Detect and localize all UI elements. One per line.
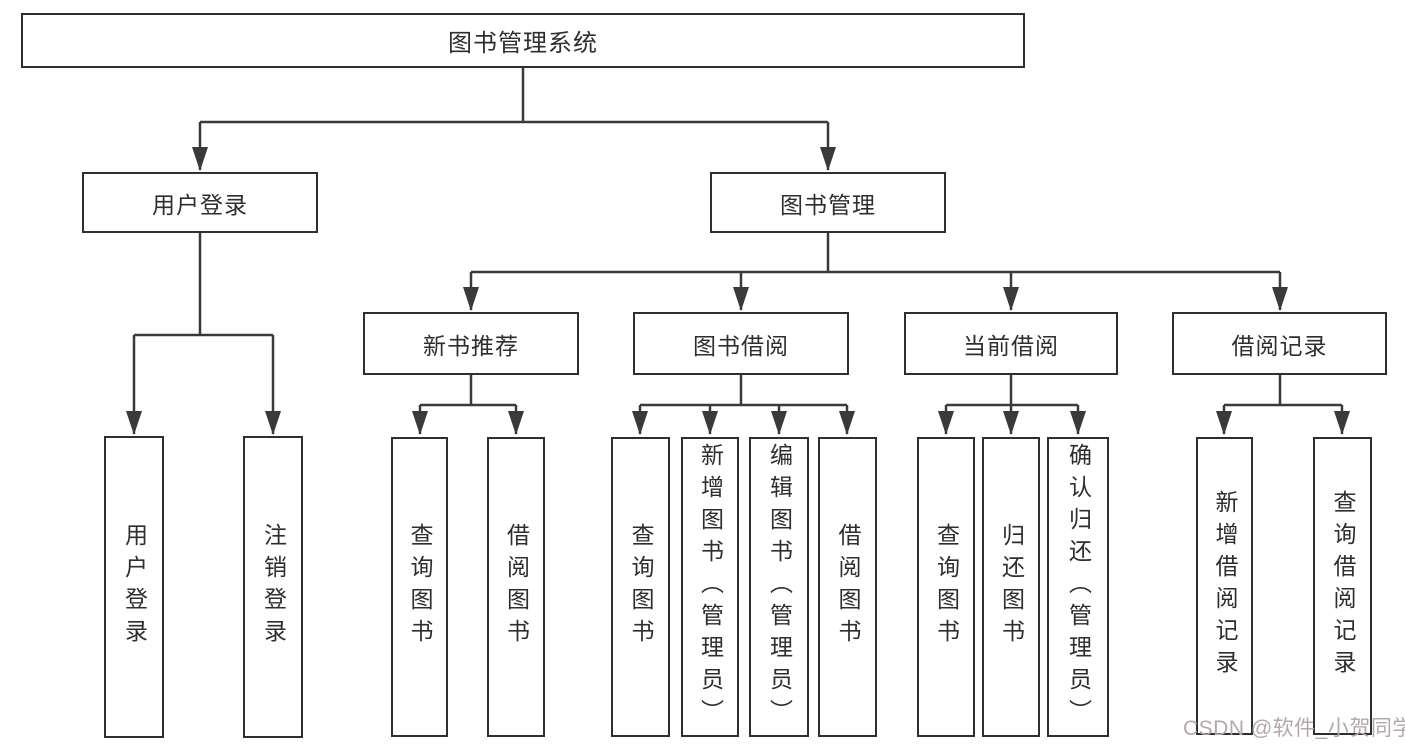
node-label: 查询图书 (628, 523, 654, 651)
node-label: 归还图书 (998, 523, 1025, 651)
node-new-book-recommendation: 新书推荐 (363, 312, 579, 375)
leaf-logout: 注销登录 (243, 436, 303, 738)
node-borrowing-records: 借阅记录 (1172, 312, 1387, 375)
node-label: 借阅图书 (835, 523, 861, 651)
node-label: 用户登录 (121, 523, 148, 651)
node-label: 编辑图书（管理员） (766, 443, 793, 731)
leaf-query-borrow-record: 查询借阅记录 (1313, 437, 1372, 735)
node-label: 查询借阅记录 (1330, 490, 1356, 682)
leaf-confirm-return-admin: 确认归还（管理员） (1047, 437, 1109, 737)
csdn-watermark: CSDN @软件_小贺同学 (1183, 717, 1405, 740)
node-label: 借阅记录 (1231, 332, 1328, 359)
node-library-management-system: 图书管理系统 (21, 13, 1025, 68)
node-label: 用户登录 (152, 191, 248, 218)
node-label: 注销登录 (260, 523, 287, 651)
node-label: 新书推荐 (423, 332, 519, 359)
node-current-borrowing: 当前借阅 (904, 312, 1118, 375)
node-book-management-branch: 图书管理 (710, 172, 946, 233)
leaf-borrow-books-borrowing: 借阅图书 (818, 437, 877, 737)
leaf-add-borrow-record: 新增借阅记录 (1196, 437, 1253, 735)
node-book-borrowing: 图书借阅 (633, 312, 849, 375)
leaf-query-books-recommend: 查询图书 (391, 437, 448, 737)
leaf-add-book-admin: 新增图书（管理员） (681, 437, 739, 737)
node-label: 当前借阅 (963, 332, 1059, 359)
leaf-user-login: 用户登录 (104, 436, 164, 738)
node-label: 确认归还（管理员） (1065, 443, 1092, 731)
node-label: 新增借阅记录 (1212, 490, 1238, 682)
node-label: 新增图书（管理员） (697, 443, 724, 731)
node-label: 查询图书 (933, 523, 960, 651)
node-label: 图书借阅 (693, 332, 789, 359)
leaf-return-books: 归还图书 (982, 437, 1040, 737)
node-label: 借阅图书 (503, 523, 530, 651)
node-label: 查询图书 (407, 523, 433, 651)
leaf-edit-book-admin: 编辑图书（管理员） (749, 437, 809, 737)
node-user-login-branch: 用户登录 (82, 172, 318, 233)
node-label: 图书管理 (780, 191, 876, 218)
leaf-borrow-books-recommend: 借阅图书 (487, 437, 545, 737)
leaf-query-books-current: 查询图书 (917, 437, 975, 737)
node-label: 图书管理系统 (448, 30, 598, 57)
leaf-query-books-borrowing: 查询图书 (611, 437, 670, 737)
